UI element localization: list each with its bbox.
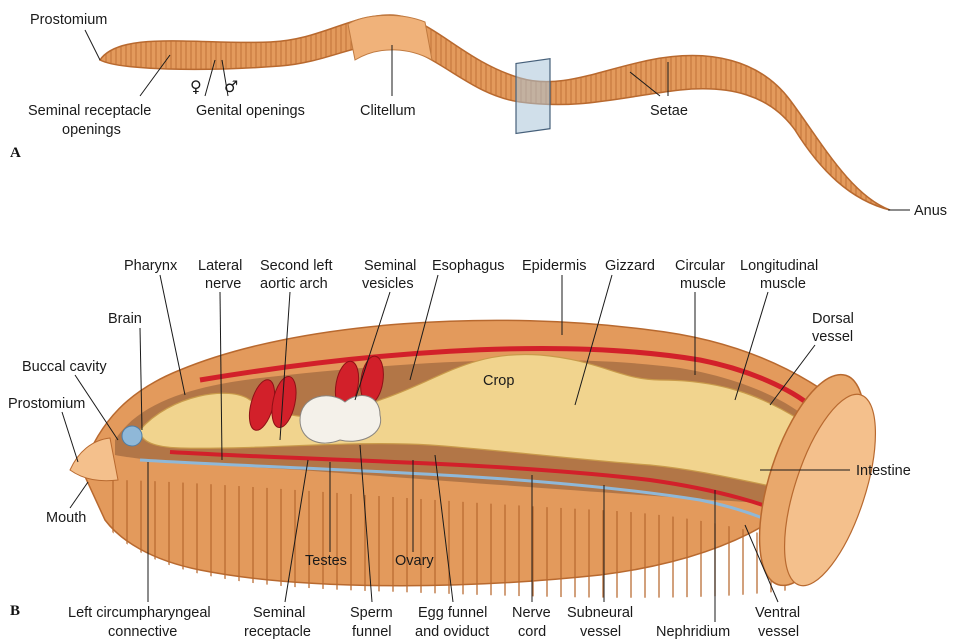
label-setae: Setae (650, 103, 688, 119)
label-buccal-cavity: Buccal cavity (22, 359, 107, 375)
label-testes: Testes (305, 553, 347, 569)
label-intestine: Intestine (856, 463, 911, 479)
label-brain: Brain (108, 311, 142, 327)
clitellum-band (348, 15, 432, 60)
label-genital-openings: Genital openings (196, 103, 305, 119)
label-seminal-receptacle-openings-2: openings (62, 122, 121, 138)
label-subneural-vessel-1: Subneural (567, 605, 633, 621)
label-gizzard: Gizzard (605, 258, 655, 274)
label-clitellum: Clitellum (360, 103, 416, 119)
label-ventral-vessel-2: vessel (758, 624, 799, 640)
label-sperm-funnel-1: Sperm (350, 605, 393, 621)
label-esophagus: Esophagus (432, 258, 505, 274)
label-male-symbol: ♂ (224, 77, 238, 96)
label-subneural-vessel-2: vessel (580, 624, 621, 640)
label-circular-muscle-1: Circular (675, 258, 725, 274)
label-lateral-nerve-2: nerve (205, 276, 241, 292)
label-prostomium-internal: Prostomium (8, 396, 85, 412)
external-view: Prostomium Seminal receptacle openings ♀… (10, 12, 947, 219)
label-seminal-receptacle-2: receptacle (244, 624, 311, 640)
label-epidermis: Epidermis (522, 258, 586, 274)
label-nephridium: Nephridium (656, 624, 730, 640)
label-nerve-cord-2: cord (518, 624, 546, 640)
label-circular-muscle-2: muscle (680, 276, 726, 292)
label-seminal-receptacle-openings-1: Seminal receptacle (28, 103, 151, 119)
label-ventral-vessel-1: Ventral (755, 605, 800, 621)
label-second-left-aortic-arch-2: aortic arch (260, 276, 328, 292)
label-sperm-funnel-2: funnel (352, 624, 392, 640)
panel-label-a: A (10, 145, 21, 161)
label-egg-funnel-and-oviduct-2: and oviduct (415, 624, 489, 640)
label-left-circumpharyngeal-connective-2: connective (108, 624, 177, 640)
panel-label-b: B (10, 603, 20, 619)
label-dorsal-vessel-1: Dorsal (812, 311, 854, 327)
label-nerve-cord-1: Nerve (512, 605, 551, 621)
label-anus: Anus (914, 203, 947, 219)
label-seminal-receptacle-1: Seminal (253, 605, 305, 621)
seminal-vesicles-shape (300, 396, 381, 444)
label-dorsal-vessel-2: vessel (812, 329, 853, 345)
label-seminal-vesicles-2: vesicles (362, 276, 414, 292)
brain (122, 426, 142, 446)
label-mouth: Mouth (46, 510, 86, 526)
label-seminal-vesicles-1: Seminal (364, 258, 416, 274)
label-longitudinal-muscle-2: muscle (760, 276, 806, 292)
label-female-symbol: ♀ (190, 77, 202, 96)
label-prostomium-external: Prostomium (30, 12, 107, 28)
label-egg-funnel-and-oviduct-1: Egg funnel (418, 605, 487, 621)
section-plane (516, 59, 550, 134)
label-longitudinal-muscle-1: Longitudinal (740, 258, 818, 274)
internal-view: Pharynx Lateral nerve Second left aortic… (8, 258, 911, 640)
label-lateral-nerve-1: Lateral (198, 258, 242, 274)
label-second-left-aortic-arch-1: Second left (260, 258, 333, 274)
label-pharynx: Pharynx (124, 258, 178, 274)
label-crop: Crop (483, 373, 514, 389)
label-left-circumpharyngeal-connective-1: Left circumpharyngeal (68, 605, 211, 621)
label-ovary: Ovary (395, 553, 434, 569)
